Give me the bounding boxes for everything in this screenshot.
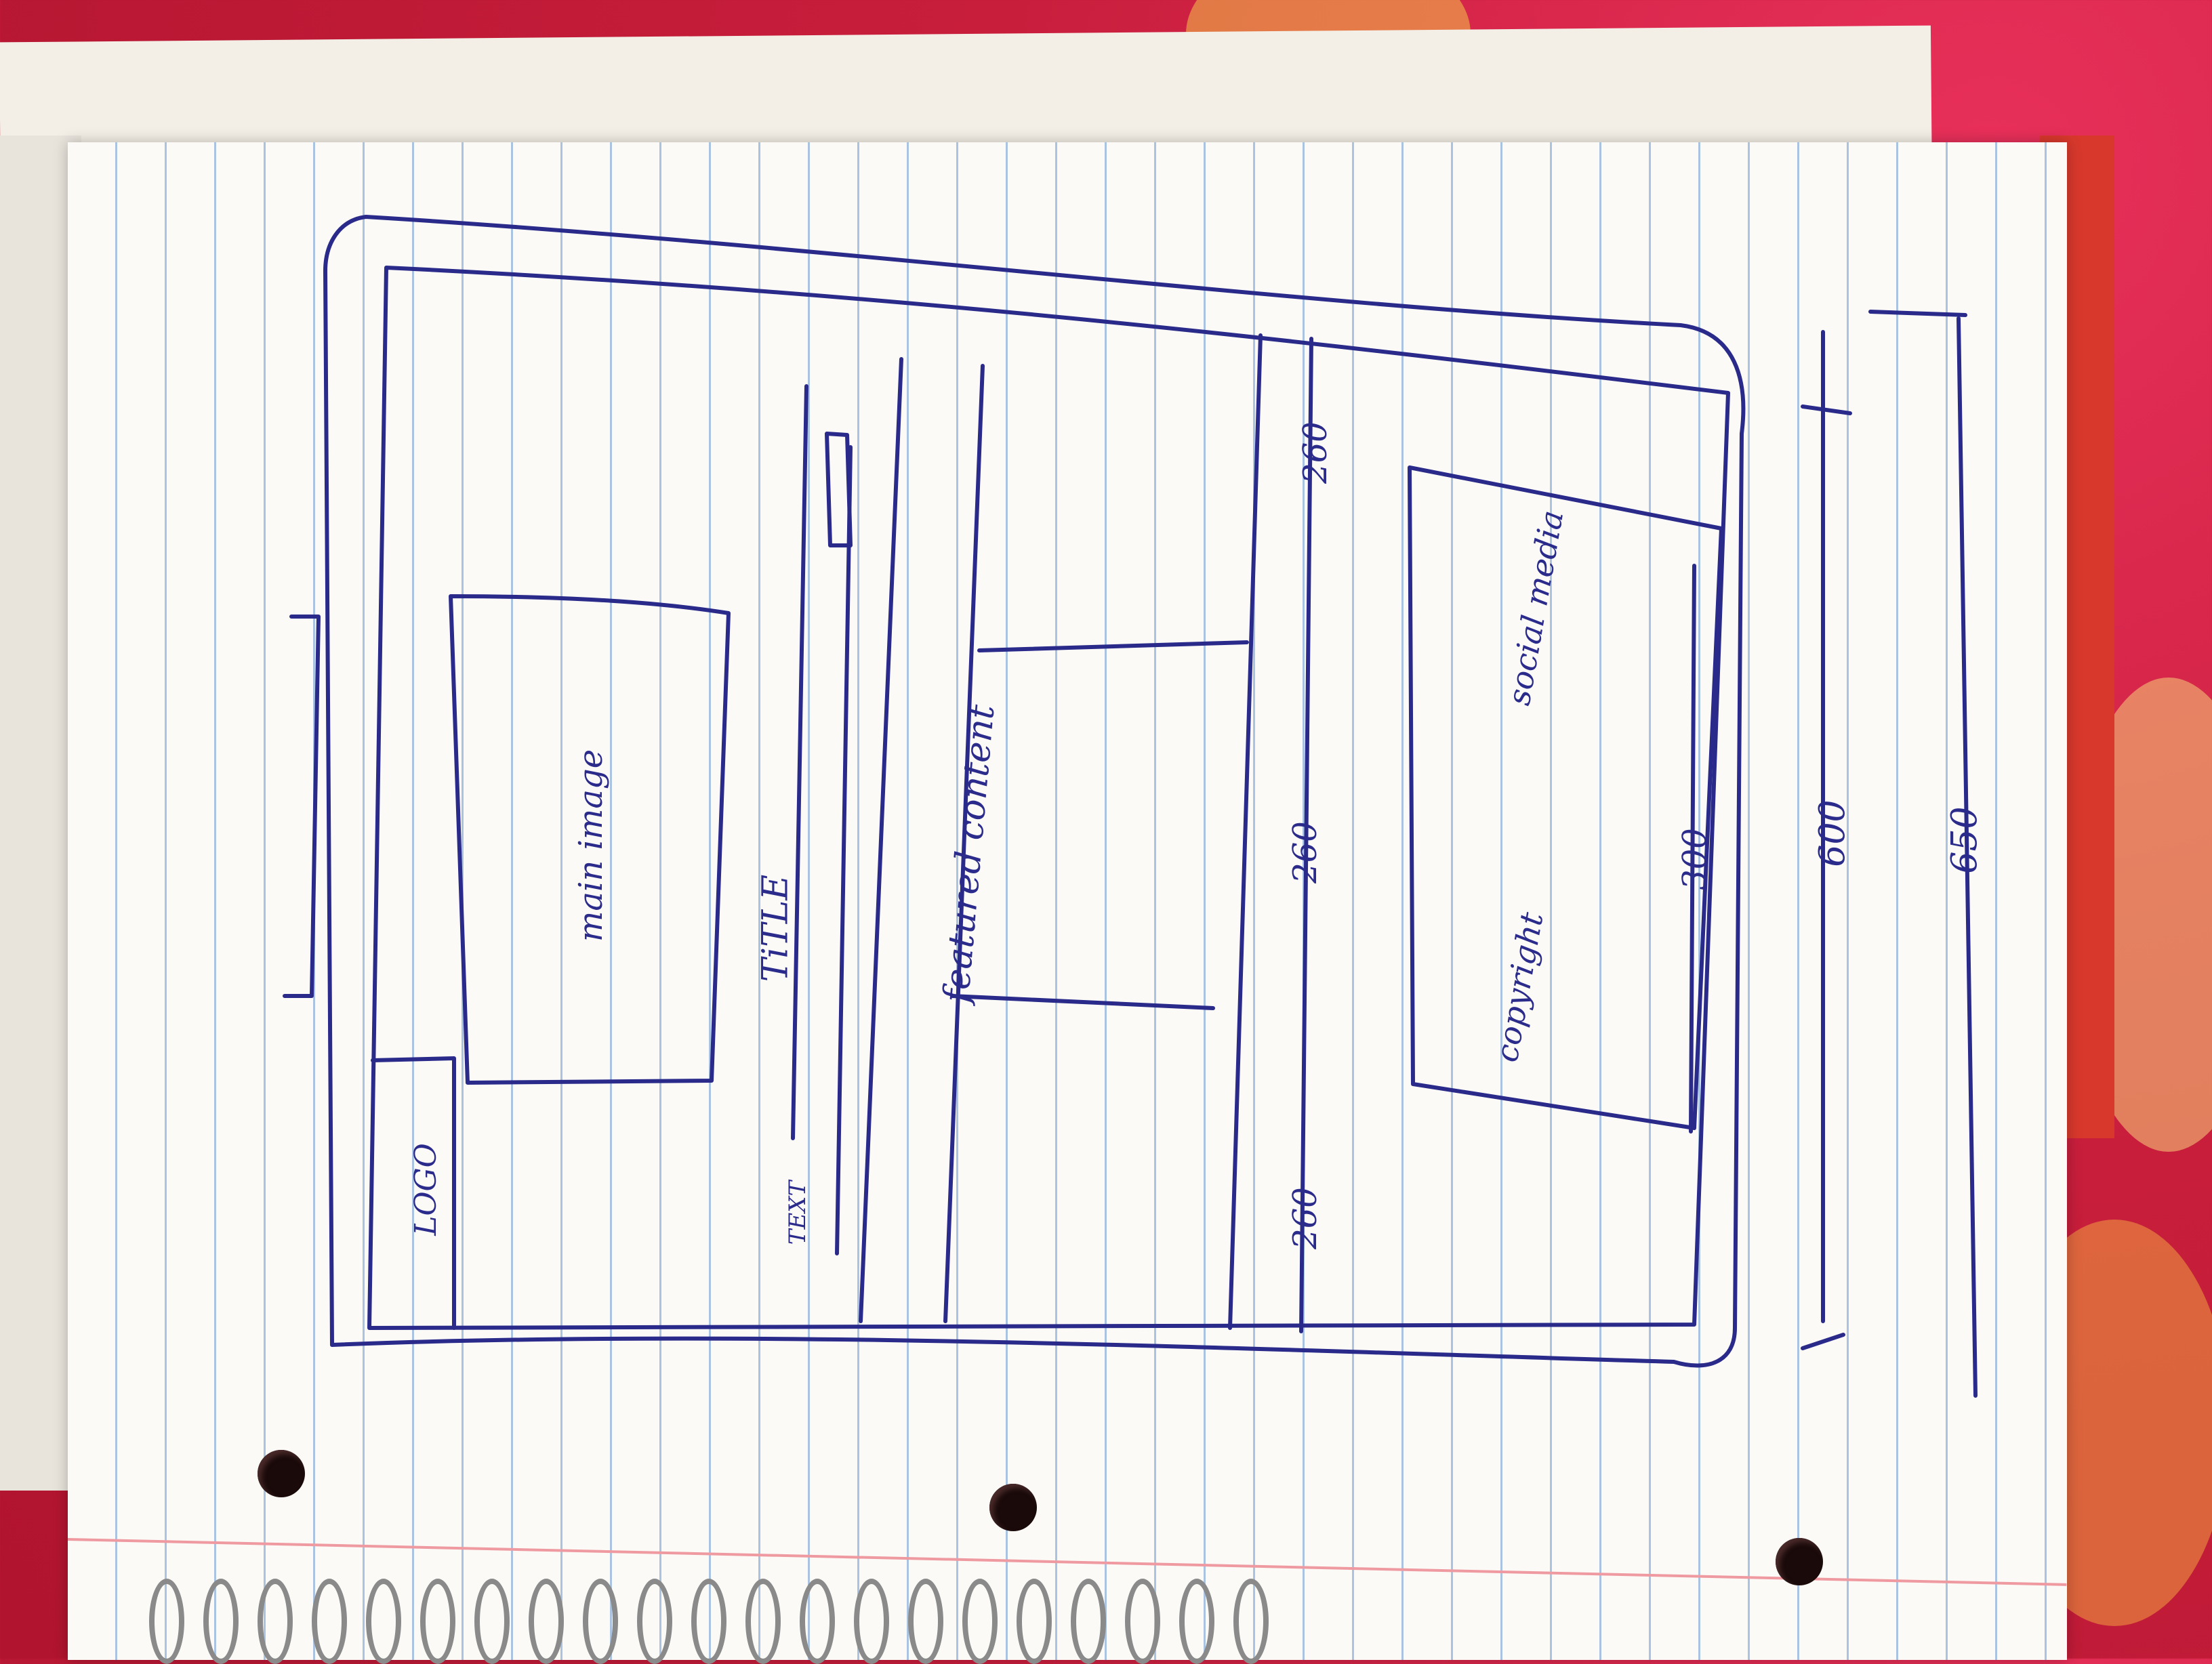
- dim-line-260: [1299, 337, 1313, 1333]
- binder-hole: [989, 1484, 1037, 1531]
- dim-line-650: [1957, 316, 1978, 1398]
- dimension-260-top: 260: [1296, 421, 1334, 484]
- featured-divider-1: [859, 357, 903, 1323]
- binder-hole: [1776, 1538, 1823, 1585]
- featured-divider-2: [943, 364, 985, 1323]
- notebook-page: [67, 142, 2067, 1660]
- side-bar: [283, 615, 321, 998]
- logo-divider: [371, 1056, 456, 1330]
- main-image-label: main image: [572, 749, 611, 942]
- text-label: TEXT: [784, 1180, 812, 1245]
- featured-row-2: [950, 994, 1215, 1010]
- dimension-300: 300: [1675, 828, 1714, 890]
- text-line: [835, 445, 853, 1255]
- dim-line-300: [1689, 564, 1696, 1133]
- binder-hole: [258, 1450, 305, 1497]
- dim-tick: [1868, 310, 1967, 317]
- featured-row-1: [977, 640, 1249, 652]
- title-label: TiTLE: [755, 874, 796, 982]
- outer-frame: [323, 215, 1746, 1368]
- dimension-650: 650: [1944, 806, 1986, 874]
- dim-tick: [1801, 404, 1852, 1350]
- dimension-600: 600: [1812, 799, 1853, 867]
- dimension-260-middle: 260: [1286, 821, 1324, 883]
- logo-label: LOGO: [408, 1143, 443, 1236]
- nav-rect: [825, 432, 853, 547]
- dimension-260-bottom: 260: [1286, 1187, 1324, 1249]
- main-image-box: [449, 594, 731, 1085]
- featured-divider-3: [1228, 333, 1263, 1330]
- title-line: [791, 384, 808, 1140]
- inner-frame: [367, 266, 1730, 1330]
- footer-box: [1408, 465, 1723, 1130]
